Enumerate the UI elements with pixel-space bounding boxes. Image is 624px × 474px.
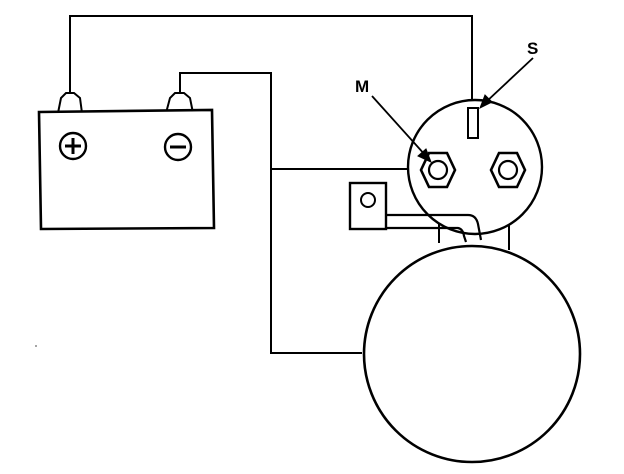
battery-negative-post — [165, 92, 194, 114]
s-terminal — [467, 107, 479, 139]
solenoid-body — [406, 98, 544, 236]
s-arrowhead — [479, 94, 493, 110]
annotations — [371, 57, 534, 163]
battery-positive-post — [57, 92, 83, 114]
m-label: M — [355, 77, 369, 96]
battery-body — [37, 108, 216, 231]
m-leader-line — [371, 95, 427, 157]
wire-positive-to-s-terminal — [69, 15, 473, 104]
s-label: S — [527, 39, 538, 58]
connector-strap — [348, 181, 483, 243]
s-leader-line — [485, 57, 534, 103]
battery — [37, 92, 216, 231]
scan-speck — [35, 345, 37, 347]
battery-terminal-nut — [489, 151, 527, 189]
starter-motor — [362, 220, 582, 464]
motor-body — [362, 244, 582, 464]
wire-negative-to-motor — [179, 72, 362, 354]
strap-bolt-hole — [360, 192, 376, 208]
m-arrowhead — [417, 148, 432, 163]
wires — [69, 15, 473, 354]
